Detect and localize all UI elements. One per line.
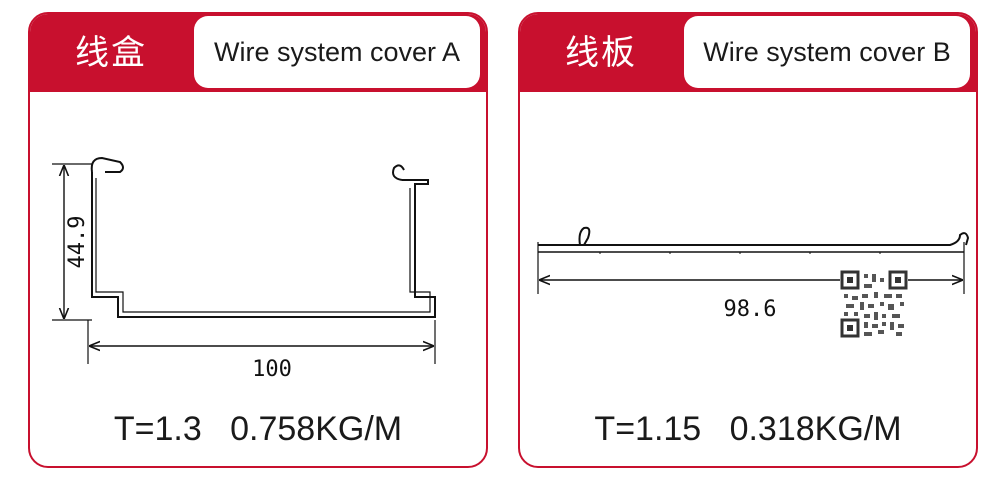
card-header: 线盒 Wire system cover A [30, 14, 486, 92]
profile-drawing-b: 98.6 [537, 226, 970, 338]
channel-profile-shape [91, 172, 436, 318]
product-card-wire-cover-a: 线盒 Wire system cover A 44.9 100 T=1.3 0.… [28, 12, 488, 468]
product-card-wire-cover-b: 线板 Wire system cover B 98.6 T=1. [518, 12, 978, 468]
width-dimension-label: 100 [252, 357, 292, 382]
weight-value: 0.318KG/M [729, 410, 902, 448]
plate-profile-top [538, 232, 970, 246]
plate-ribs [599, 252, 881, 254]
qr-code-icon [840, 270, 908, 338]
weight-value: 0.758KG/M [230, 410, 403, 448]
right-hook [392, 164, 405, 181]
product-title-zh: 线盒 [75, 33, 147, 73]
profile-drawing-a: 44.9 100 [52, 156, 436, 382]
height-dimension-label: 44.9 [65, 216, 90, 269]
left-hook [90, 156, 124, 173]
spec-line: T=1.3 0.758KG/M [30, 410, 486, 449]
thickness-value: T=1.15 [594, 410, 702, 448]
card-header: 线板 Wire system cover B [520, 14, 976, 92]
thickness-value: T=1.3 [113, 410, 202, 448]
plate-hook [578, 226, 591, 246]
product-title-en: Wire system cover B [684, 16, 970, 88]
product-title-zh: 线板 [565, 33, 637, 73]
width-dimension-label: 98.6 [724, 297, 777, 322]
channel-profile-inner [95, 178, 431, 313]
product-title-en: Wire system cover A [194, 16, 480, 88]
spec-line: T=1.15 0.318KG/M [520, 410, 976, 449]
